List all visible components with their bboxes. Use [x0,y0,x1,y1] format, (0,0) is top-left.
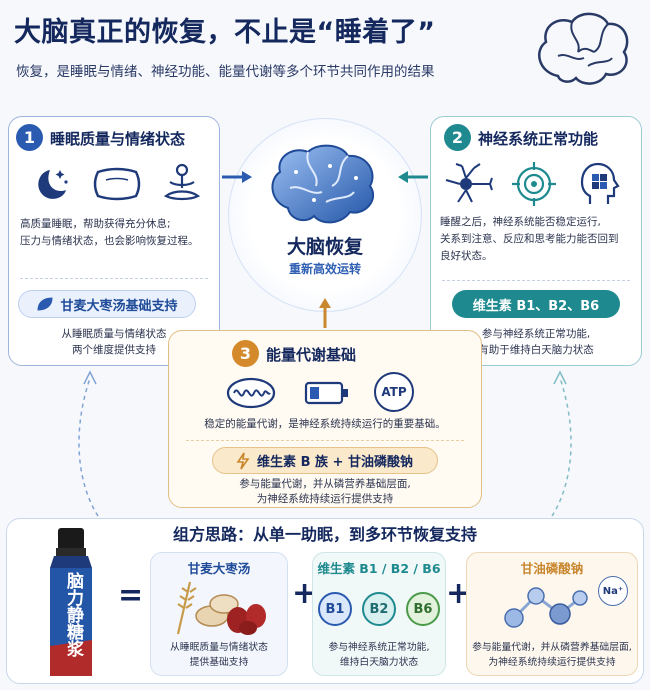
battery-icon [304,381,348,405]
ingredient-2-line2: 维持白天脑力状态 [339,657,419,668]
card2-text-line2: 关系到注意、反应和思考能力能否回到 [440,233,619,245]
b6-label: B6 [413,601,433,617]
sodium-ion-label: Na⁺ [602,585,624,597]
card1-text-line1: 高质量睡眠，帮助获得充分休息; [20,218,171,230]
leaf-icon [37,297,53,311]
step-number-2: 2 [444,124,471,151]
product-label: 脑力静糖浆 [63,572,83,657]
card3-pill-label: 维生素 B 族 + 甘油磷酸钠 [257,455,413,470]
atp-label: ATP [381,385,407,399]
card1-title: 睡眠质量与情绪状态 [50,130,186,148]
b6-badge: B6 [406,592,440,626]
card1-pill-label: 甘麦大枣汤基础支持 [60,298,178,314]
ingredient-2-line1: 参与神经系统正常功能, [328,642,430,653]
equals-sign: = [118,578,144,613]
formula-heading: 组方思路：从单一助眠，到多环节恢复支持 [172,525,477,544]
card3-note-line1: 参与能量代谢，并从磷营养基础层面, [239,478,411,490]
arrow-left-icon [398,171,428,183]
meditation-icon [163,163,201,201]
ingredient-1-line1: 从睡眠质量与情绪状态 [170,642,268,653]
card1-pill: 甘麦大枣汤基础支持 [18,290,196,318]
card2-text-line1: 睡醒之后，神经系统能否稳定运行, [440,216,601,228]
card2-divider [442,280,630,281]
center-subtitle: 重新高效运转 [288,262,361,276]
card2-text-line3: 良好状态。 [440,250,493,262]
sodium-ion-badge: Na⁺ [598,576,628,606]
lightning-icon [236,452,250,469]
ingredient-2-title: 维生素 B1 / B2 / B6 [317,561,441,576]
ingredient-3-line2: 为神经系统持续运行提供支持 [488,657,616,668]
brain-line-icon [538,12,629,85]
b1-label: B1 [325,601,345,617]
card2-pill-label: 维生素 B1、B2、B6 [472,298,600,314]
target-icon [512,162,556,206]
card1-text-line2: 压力与情绪状态，也会影响恢复过程。 [20,235,199,247]
center-title: 大脑恢复 [286,236,363,258]
step-number-3: 3 [232,340,259,367]
b2-label: B2 [369,601,389,617]
moon-stars-icon [38,170,68,199]
card-sleep-emotion [8,116,220,366]
neuron-icon [445,163,493,203]
card2-note-line1: 参与神经系统正常功能, [481,328,591,340]
atp-icon: ATP [374,372,414,412]
card2-title: 神经系统正常功能 [478,130,599,148]
step-number-1: 1 [16,124,43,151]
page-title: 大脑真正的恢复，不止是“睡着了” [14,17,436,48]
dashed-arc-right [551,370,572,517]
card3-background [168,330,482,508]
ingredient-3-line1: 参与能量代谢，并从磷营养基础层面, [472,642,632,653]
pillow-icon [93,167,141,201]
card-nervous-system [430,116,642,366]
arrow-right-icon [222,171,252,183]
b1-badge: B1 [318,592,352,626]
ingredient-3-title: 甘油磷酸钠 [520,561,584,576]
mitochondria-icon [226,377,276,409]
card1-note-line1: 从睡眠质量与情绪状态 [61,328,167,340]
b2-badge: B2 [362,592,396,626]
card3-pill: 维生素 B 族 + 甘油磷酸钠 [212,447,438,474]
dashed-arc-left [78,370,99,517]
card2-pill: 维生素 B1、B2、B6 [452,290,620,318]
card-energy-metabolism [168,330,482,508]
card3-note-line2: 为神经系统持续运行提供支持 [256,493,394,505]
arrow-up-icon [319,298,331,328]
card1-divider [20,278,208,279]
card1-note-line2: 两个维度提供支持 [72,344,156,356]
brain-icon [271,144,375,224]
ingredient-1-title: 甘麦大枣汤 [187,561,251,576]
card3-divider [186,440,464,441]
card3-title: 能量代谢基础 [266,346,357,364]
head-puzzle-icon [580,162,620,204]
molecule-icon [504,587,588,628]
herbs-icon [176,581,266,635]
ingredient-1-line2: 提供基础支持 [189,657,249,668]
product-bottle-image [50,528,92,676]
page-subtitle: 恢复，是睡眠与情绪、神经功能、能量代谢等多个环节共同作用的结果 [16,64,435,80]
card2-note-line2: 有助于维持白天脑力状态 [478,344,594,356]
card3-text-line1: 稳定的能量代谢，是神经系统持续运行的重要基础。 [204,418,446,430]
